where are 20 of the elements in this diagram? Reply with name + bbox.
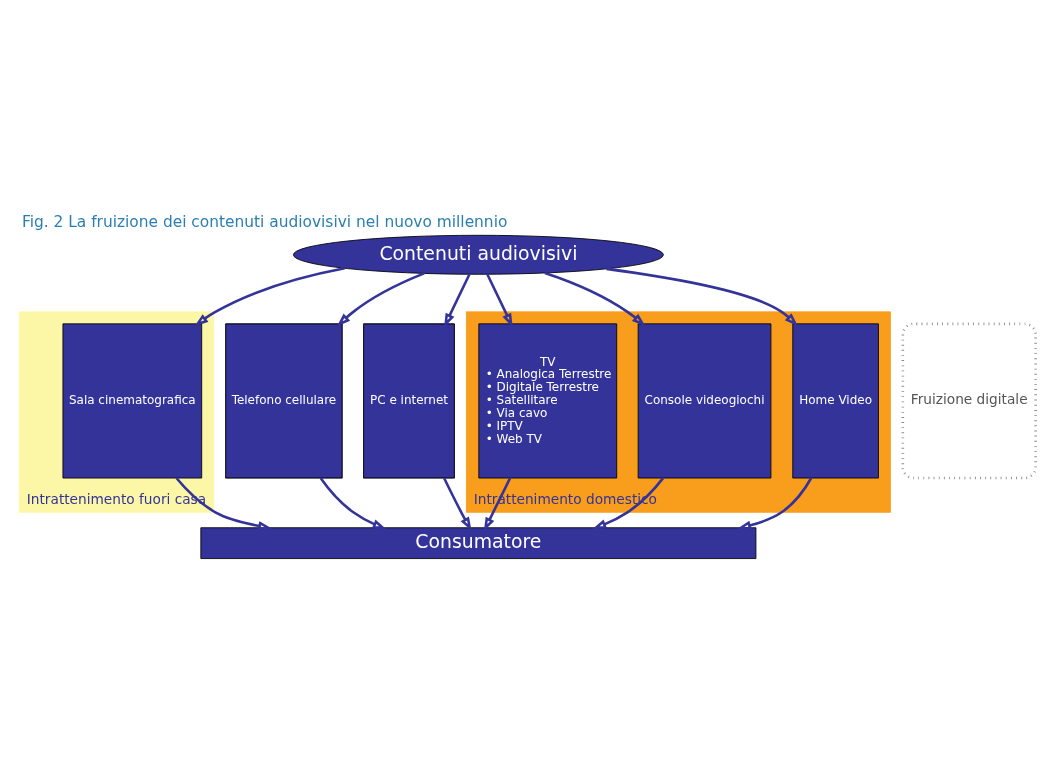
arrow — [486, 273, 513, 327]
node-box: Fruizione digitale — [901, 322, 1037, 479]
node-box: TV • Analogica Terrestre • Digitale Terrestre • Satellitare • Via cavo • IPTV • Web TV — [478, 322, 618, 478]
arrow — [592, 476, 665, 529]
arrow — [175, 476, 272, 531]
arrow — [443, 477, 472, 531]
node-ellipse: Contenuti audiovisivi — [292, 234, 664, 275]
arrow — [336, 271, 425, 326]
node-box: Home Video — [792, 322, 879, 478]
arrow — [544, 271, 646, 326]
node-box: Sala cinematografica — [62, 322, 203, 478]
arrow — [194, 266, 345, 326]
arrow — [606, 267, 798, 326]
node-box: Consumatore — [200, 526, 757, 559]
arrow — [737, 477, 813, 530]
diagram-title: Fig. 2 La fruizione dei contenuti audiovisivi nel nuovo millennio — [21, 212, 508, 231]
arrow — [483, 477, 512, 531]
arrow — [444, 273, 471, 327]
arrow — [319, 477, 387, 529]
node-box: Console videogiochi — [637, 322, 772, 478]
